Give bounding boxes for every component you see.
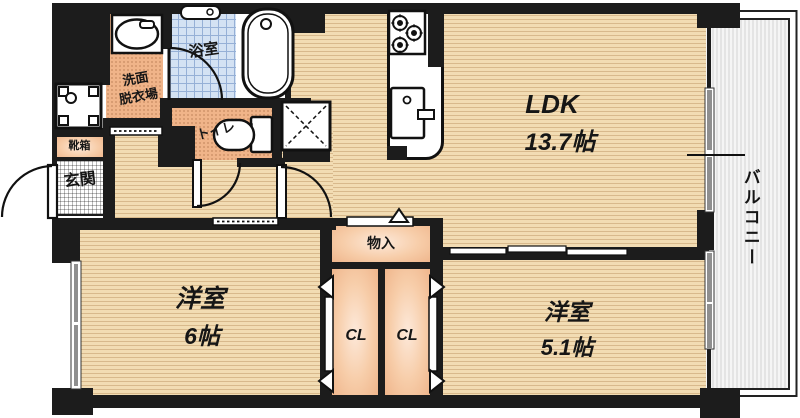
wall	[52, 3, 702, 14]
wall	[52, 128, 103, 137]
entrance-floor	[56, 161, 103, 214]
wall	[52, 218, 80, 263]
wall	[332, 262, 430, 269]
ldk-label: LDK	[525, 89, 579, 119]
wall	[237, 158, 285, 167]
wall	[443, 247, 709, 260]
western-room-6-floor	[78, 230, 320, 396]
western-room-5-1-size-label: 5.1帖	[540, 335, 594, 360]
wall	[85, 395, 740, 408]
wall	[428, 3, 444, 67]
ldk-size-label: 13.7帖	[524, 129, 596, 156]
western-room-6-label: 洋室	[174, 285, 225, 313]
storage-floor	[332, 221, 430, 263]
wall	[52, 218, 336, 230]
wall	[707, 25, 711, 90]
wall	[707, 347, 711, 392]
wall	[332, 218, 443, 226]
closet-left-label: CL	[345, 327, 367, 344]
wall	[103, 131, 115, 218]
entrance-step	[56, 214, 103, 220]
storage-label: 物入	[367, 235, 395, 251]
washing-machine-pan	[54, 82, 103, 130]
closet-right-floor	[385, 268, 430, 395]
western-room-5-1-floor	[443, 258, 709, 395]
closet-left-floor	[332, 268, 378, 395]
entrance-door	[0, 163, 59, 220]
wall	[158, 126, 195, 167]
wall	[286, 3, 325, 33]
western-room-5-1-label: 洋室	[544, 299, 590, 325]
wall	[697, 210, 714, 250]
wall	[272, 105, 282, 160]
ldk-floor	[288, 12, 709, 248]
wall	[56, 157, 103, 161]
wall	[160, 98, 311, 108]
balcony-label: バルコニー	[740, 168, 760, 268]
bathtub-area	[236, 3, 288, 100]
wall	[52, 3, 110, 85]
shoe-cabinet-label: 靴箱	[68, 140, 91, 152]
shoe-cabinet-area	[56, 135, 103, 159]
western-room-6-size-label: 6帖	[184, 323, 220, 349]
wall	[430, 218, 443, 395]
wall	[279, 158, 285, 166]
wall	[378, 268, 385, 395]
wall	[700, 388, 740, 418]
wall	[697, 3, 740, 28]
wall	[160, 3, 172, 49]
wall	[52, 136, 57, 167]
closet-right-label: CL	[396, 327, 418, 344]
wall	[283, 148, 330, 162]
